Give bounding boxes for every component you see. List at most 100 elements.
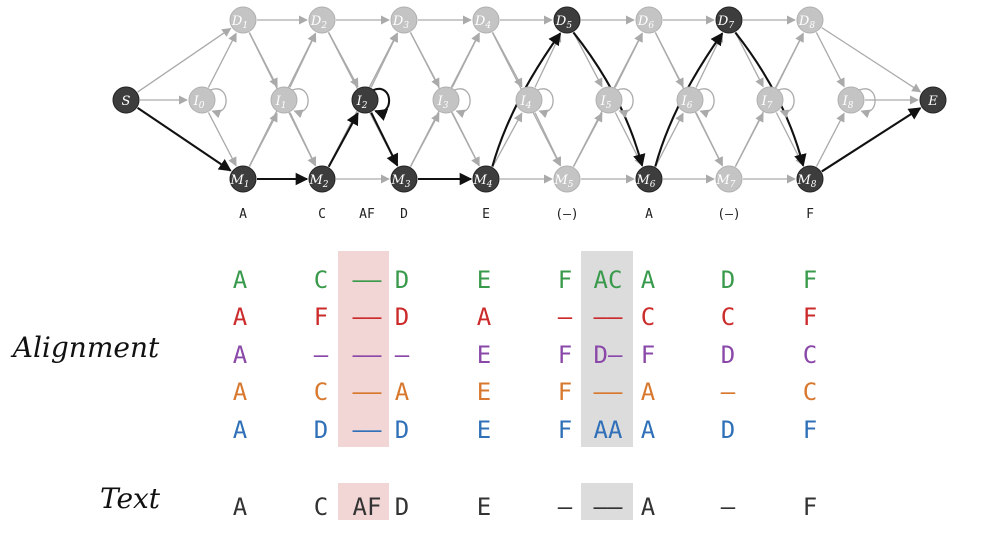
- alignment-cell: A: [641, 493, 656, 521]
- alignment-cell: D: [721, 416, 735, 444]
- state-circle: [635, 6, 663, 34]
- text-delete-highlight: [581, 483, 633, 520]
- state-m2: M2: [308, 165, 336, 193]
- transition-arrow-i5-m6: [614, 112, 643, 167]
- state-i6: I6: [676, 86, 704, 114]
- path-emission-label: AF: [359, 207, 375, 222]
- path-emission-label: C: [318, 207, 326, 222]
- transition-arrow-s-d1: [137, 27, 232, 93]
- state-circle: [229, 165, 257, 193]
- state-label: D4: [474, 14, 491, 31]
- state-i3: I3: [432, 86, 460, 114]
- alignment-cell: F: [803, 303, 817, 331]
- state-circle: [919, 86, 947, 114]
- transition-arrow-m8-i8: [815, 112, 845, 167]
- state-label: I0: [193, 94, 205, 111]
- alignment-cell: A: [233, 378, 248, 406]
- state-d6: D6: [635, 6, 663, 34]
- transition-arrow-i7-m8: [775, 112, 804, 167]
- state-i5: I5: [595, 86, 623, 114]
- state-circle: [796, 6, 824, 34]
- alignment-cell: F: [314, 303, 328, 331]
- transition-arrow-i4-d5: [534, 32, 562, 88]
- self-loop-arrow-i3: [454, 88, 471, 119]
- state-label: E: [927, 94, 938, 109]
- state-d3: D3: [390, 6, 418, 34]
- state-circle: [351, 86, 379, 114]
- alignment-cell: F: [803, 266, 817, 294]
- self-loop-arrow-i4: [537, 88, 554, 119]
- self-loop-arrow-i6: [698, 88, 715, 119]
- state-d1: D1: [229, 6, 257, 34]
- alignment-cell: F: [641, 341, 655, 369]
- transition-arrow-i6-m7: [695, 112, 723, 167]
- state-circle: [308, 165, 336, 193]
- alignment-cell: A: [233, 493, 248, 521]
- alignment-cell: A: [233, 266, 248, 294]
- state-label: M7: [715, 173, 735, 190]
- transition-arrow-m1-i1: [248, 112, 278, 167]
- alignment-cell: ––: [353, 266, 382, 294]
- transition-arrow-i0-d1: [207, 32, 237, 88]
- self-loop-arrow-i2: [372, 87, 391, 121]
- state-label: M5: [553, 173, 573, 190]
- state-label: D8: [798, 14, 815, 31]
- alignment-cell: D: [395, 303, 409, 331]
- alignment-cell: C: [721, 303, 735, 331]
- alignment-cell: ––: [353, 341, 382, 369]
- alignment-cell: F: [558, 341, 572, 369]
- transition-arrow-m8-e: [821, 107, 922, 173]
- alignment-cell: E: [477, 341, 491, 369]
- path-emission-label: D: [400, 207, 408, 222]
- state-circle: [676, 86, 704, 114]
- state-circle: [432, 86, 460, 114]
- state-label: M3: [390, 173, 410, 190]
- alignment-cell: D: [314, 416, 328, 444]
- path-emission-label: F: [806, 207, 814, 222]
- alignment-cell: ––: [594, 493, 623, 521]
- alignment-cell: –: [558, 493, 573, 521]
- text-insert-highlight: [338, 483, 389, 520]
- alignment-cell: F: [558, 416, 572, 444]
- alignment-label: Alignment: [10, 331, 160, 364]
- alignment-cell: A: [641, 416, 656, 444]
- state-circle: [472, 6, 500, 34]
- state-label: D5: [555, 14, 572, 31]
- alignment-cell: D: [395, 266, 409, 294]
- self-loop-arrow-i5: [617, 88, 634, 119]
- self-loop-arrow-i1: [292, 88, 309, 119]
- transition-arrow-d5-i5: [572, 32, 603, 88]
- state-circle: [553, 165, 581, 193]
- state-d2: D2: [308, 6, 336, 34]
- alignment-cell: D–: [594, 341, 623, 369]
- alignment-cell: D: [395, 416, 409, 444]
- transition-arrow-i6-d7: [695, 32, 724, 88]
- alignment-cell: C: [314, 378, 328, 406]
- state-m7: M7: [715, 165, 743, 193]
- state-circle: [595, 86, 623, 114]
- alignment-cell: A: [477, 303, 492, 331]
- state-label: D3: [392, 14, 409, 31]
- state-circle: [635, 165, 663, 193]
- alignment-cell: A: [641, 266, 656, 294]
- state-circle: [553, 6, 581, 34]
- alignment-cell: AF: [353, 493, 382, 521]
- alignment-cell: D: [395, 493, 409, 521]
- transition-arrow-i3-m4: [451, 112, 480, 167]
- alignment-cell: ––: [353, 303, 382, 331]
- alignment-cell: –: [721, 378, 736, 406]
- alignment-cell: A: [395, 378, 410, 406]
- alignment-cell: F: [558, 378, 572, 406]
- insert-column-highlight: [338, 251, 389, 447]
- state-circle: [715, 165, 743, 193]
- state-i7: I7: [756, 86, 784, 114]
- state-circle: [472, 165, 500, 193]
- transition-arrow-i1-m2: [289, 112, 317, 167]
- transition-arrow-i0-m1: [207, 112, 237, 167]
- alignment-cell: –: [314, 341, 329, 369]
- alignment-cell: E: [477, 266, 491, 294]
- path-emission-label: A: [239, 207, 247, 222]
